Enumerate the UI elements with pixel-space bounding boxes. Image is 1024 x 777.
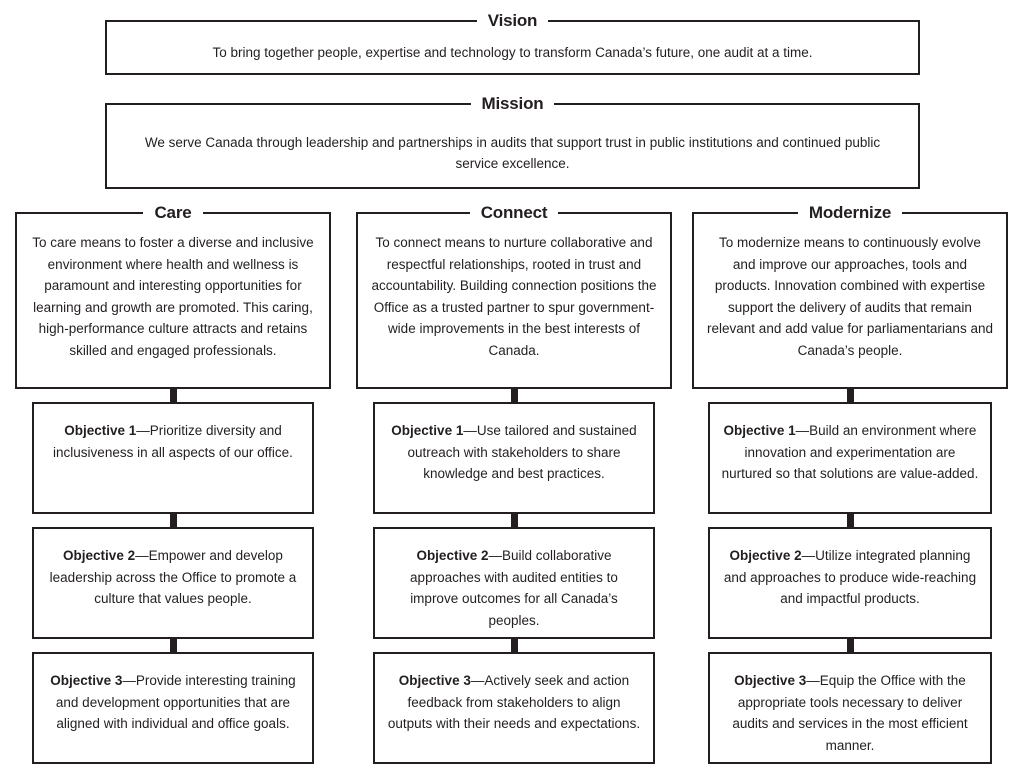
objective-text: Objective 1—Build an environment where i… [710,404,990,485]
pillar-description-connect: To connect means to nurture collaborativ… [371,235,657,358]
pillar-column-care: Care To care means to foster a diverse a… [15,203,331,764]
objective-wrap: Objective 2—Empower and develop leadersh… [32,527,314,639]
objective-wrap: Objective 1—Build an environment where i… [708,402,992,514]
objective-text: Objective 2—Build collaborative approach… [375,529,653,631]
connector-bar [169,639,177,652]
objective-dash: — [122,673,136,688]
objective-text: Objective 3—Equip the Office with the ap… [710,654,990,756]
objective-dash: — [463,423,477,438]
objective-box-connect-2: Objective 2—Build collaborative approach… [373,527,655,639]
pillar-panel-modernize: Modernize To modernize means to continuo… [692,203,1008,389]
objective-text: Objective 2—Utilize integrated planning … [710,529,990,610]
objective-wrap: Objective 2—Utilize integrated planning … [708,527,992,639]
connector-bar [846,639,854,652]
connector-bar [169,389,177,402]
mission-title-label: Mission [470,94,555,113]
objective-dash: — [488,548,502,563]
objective-box-care-1: Objective 1—Prioritize diversity and inc… [32,402,314,514]
mission-text: We serve Canada through leadership and p… [144,135,881,171]
pillar-panel-connect: Connect To connect means to nurture coll… [356,203,672,389]
objective-text: Objective 1—Prioritize diversity and inc… [34,404,312,463]
objective-box-modernize-3: Objective 3—Equip the Office with the ap… [708,652,992,764]
pillar-panel-care: Care To care means to foster a diverse a… [15,203,331,389]
objective-dash: — [470,673,485,688]
objective-body: Utilize integrated planning and approach… [723,548,977,606]
pillar-description-care: To care means to foster a diverse and in… [32,235,314,358]
pillar-column-modernize: Modernize To modernize means to continuo… [692,203,1008,764]
objective-text: Objective 3—Provide interesting training… [34,654,312,735]
objective-label: Objective 1 [391,423,464,438]
objective-box-connect-3: Objective 3—Actively seek and action fee… [373,652,655,764]
connector-bar [510,389,518,402]
objective-label: Objective 3 [398,673,471,688]
vision-text: To bring together people, expertise and … [212,45,813,60]
mission-panel: Mission We serve Canada through leadersh… [105,94,920,189]
vision-title-label: Vision [476,11,549,30]
objective-box-modernize-2: Objective 2—Utilize integrated planning … [708,527,992,639]
objective-wrap: Objective 3—Provide interesting training… [32,652,314,764]
objective-dash: — [135,548,149,563]
objective-body: Use tailored and sustained outreach with… [407,423,637,481]
objective-label: Objective 1 [723,423,796,438]
objective-dash: — [136,423,150,438]
objective-body: Empower and develop leadership across th… [49,548,297,606]
objective-body: Build an environment where innovation an… [721,423,979,481]
objective-body: Actively seek and action feedback from s… [387,673,641,731]
objective-box-care-2: Objective 2—Empower and develop leadersh… [32,527,314,639]
objective-body: Build collaborative approaches with audi… [410,548,618,628]
pillar-description-modernize: To modernize means to continuously evolv… [707,235,993,358]
objective-label: Objective 2 [416,548,489,563]
vision-title: Vision [107,11,918,31]
objective-body: Provide interesting training and develop… [55,673,296,731]
objective-wrap: Objective 1—Use tailored and sustained o… [373,402,655,514]
objective-box-connect-1: Objective 1—Use tailored and sustained o… [373,402,655,514]
objective-label: Objective 3 [50,673,123,688]
objective-wrap: Objective 3—Equip the Office with the ap… [708,652,992,764]
objective-body: Prioritize diversity and inclusiveness i… [53,423,293,460]
objective-label: Objective 3 [734,673,807,688]
objective-text: Objective 3—Actively seek and action fee… [375,654,653,735]
connector-bar [846,514,854,527]
objective-dash: — [795,423,810,438]
objective-label: Objective 2 [63,548,136,563]
objective-wrap: Objective 3—Actively seek and action fee… [373,652,655,764]
objective-wrap: Objective 1—Prioritize diversity and inc… [32,402,314,514]
objective-dash: — [806,673,820,688]
connector-bar [510,514,518,527]
objective-dash: — [801,548,816,563]
objective-body: Equip the Office with the appropriate to… [732,673,968,753]
pillar-column-connect: Connect To connect means to nurture coll… [356,203,672,764]
objective-text: Objective 1—Use tailored and sustained o… [375,404,653,485]
connector-bar [169,514,177,527]
vision-panel: Vision To bring together people, experti… [105,11,920,75]
objective-wrap: Objective 2—Build collaborative approach… [373,527,655,639]
objective-box-care-3: Objective 3—Provide interesting training… [32,652,314,764]
connector-bar [846,389,854,402]
objective-box-modernize-1: Objective 1—Build an environment where i… [708,402,992,514]
objective-label: Objective 1 [64,423,137,438]
objective-text: Objective 2—Empower and develop leadersh… [34,529,312,610]
mission-title: Mission [107,94,918,114]
objective-label: Objective 2 [729,548,802,563]
connector-bar [510,639,518,652]
